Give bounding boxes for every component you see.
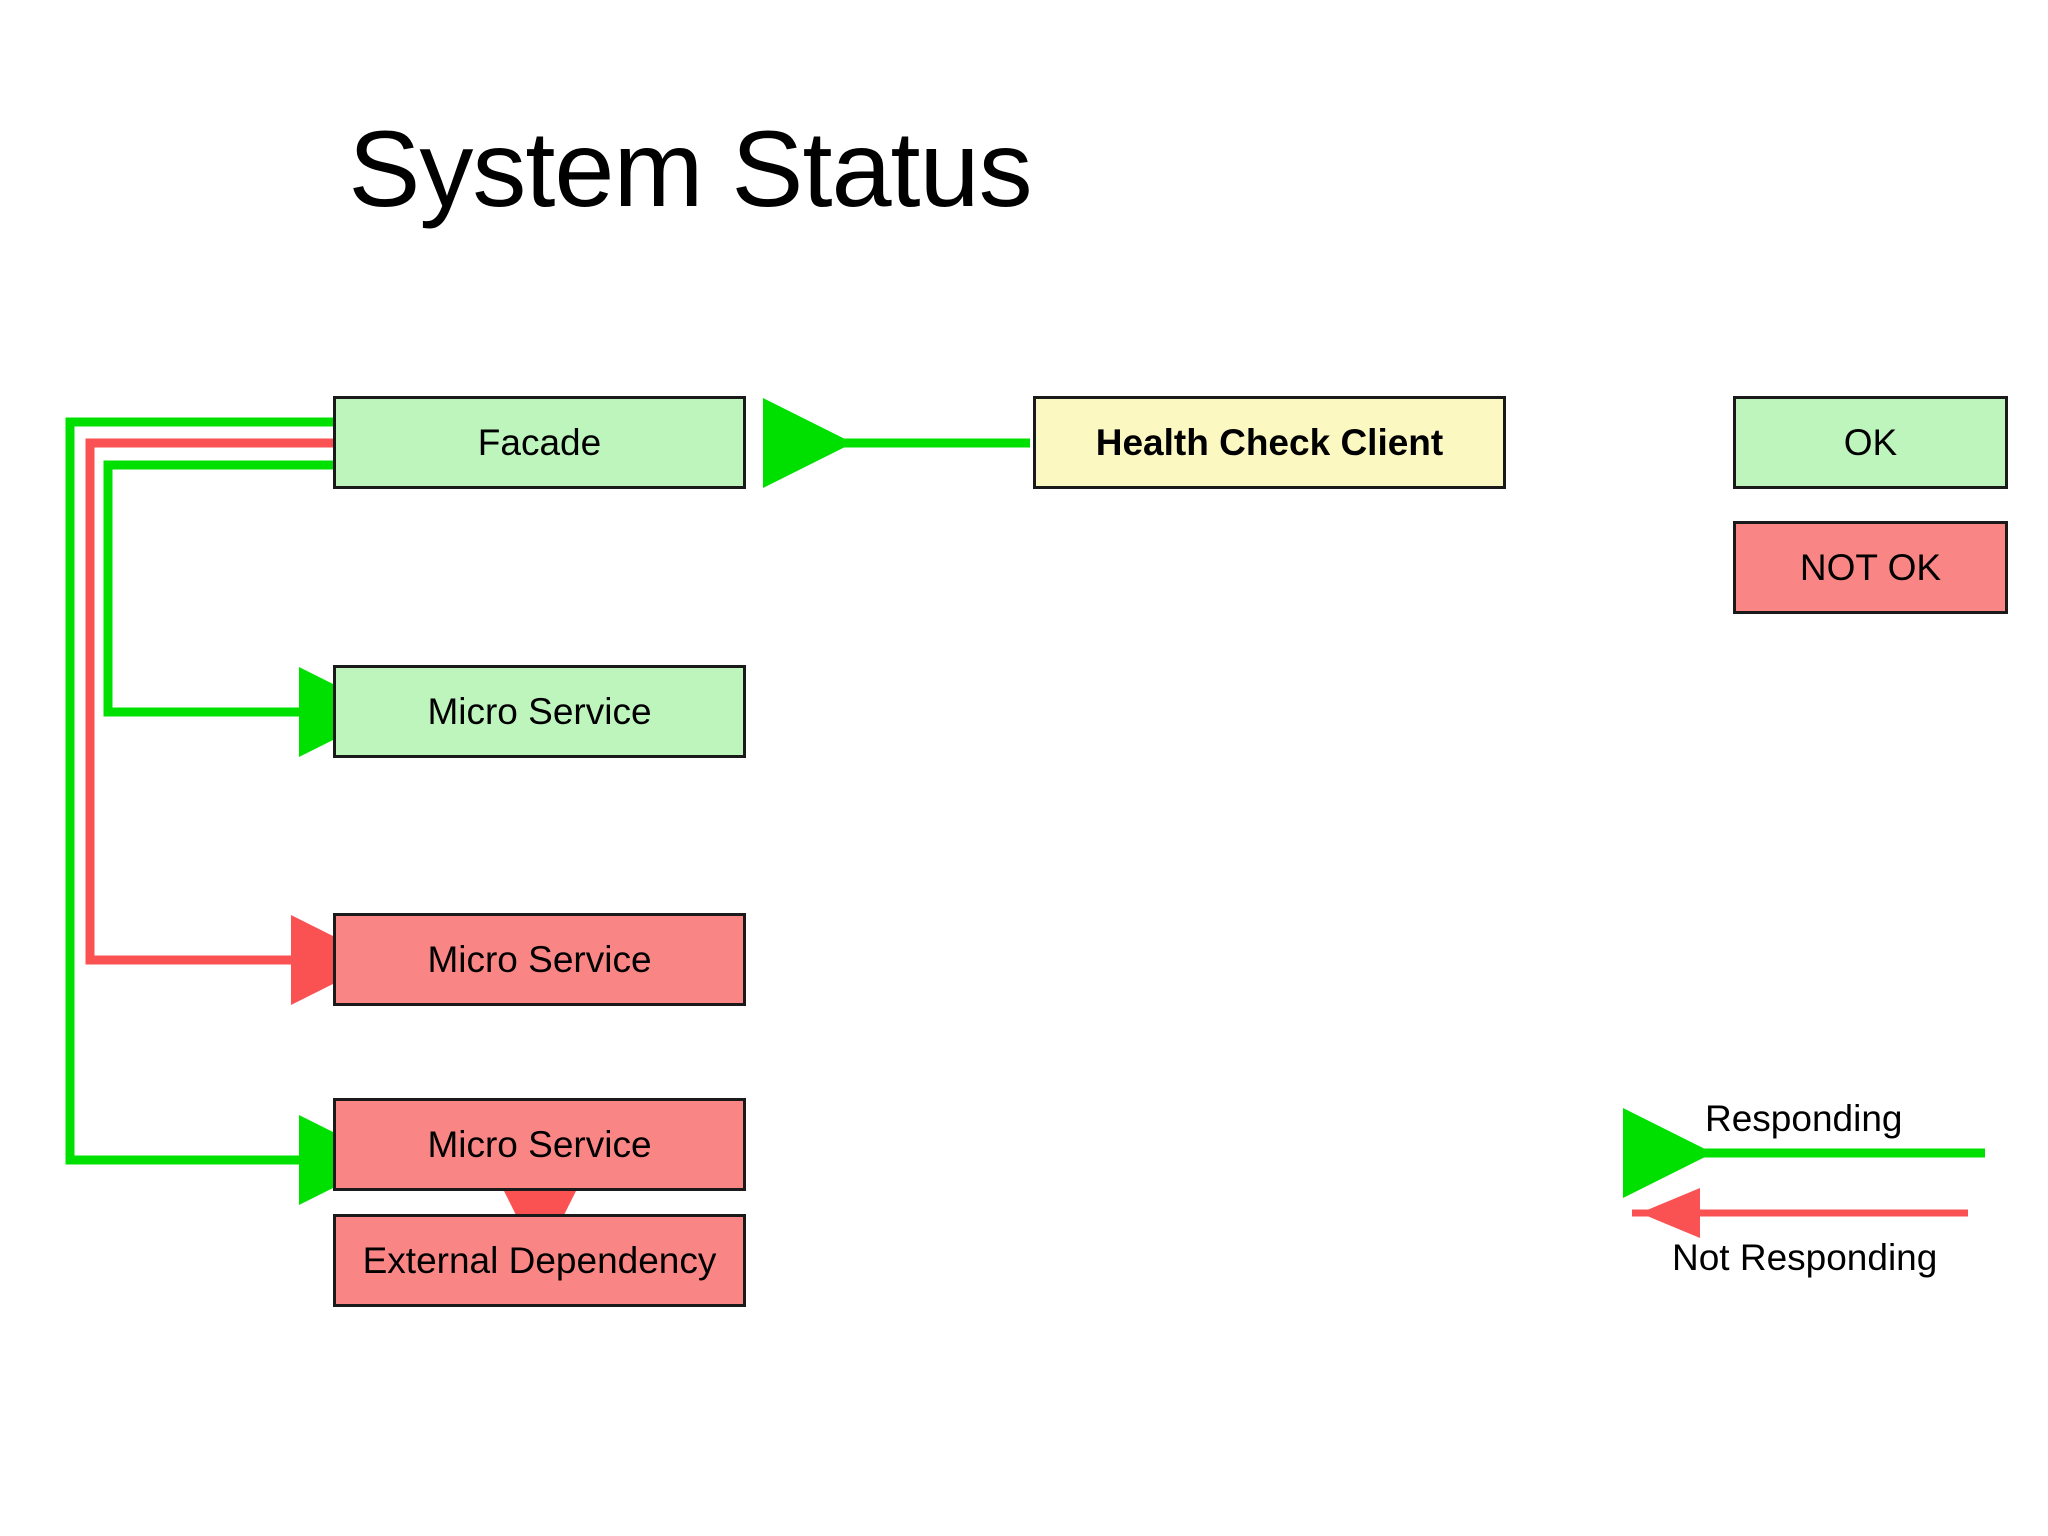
node-micro-service-1[interactable]: Micro Service <box>333 665 746 758</box>
legend-label-responding-text: Responding <box>1705 1098 1903 1139</box>
legend-status-not-ok: NOT OK <box>1733 521 2008 614</box>
legend-label-responding: Responding <box>1705 1098 1902 1140</box>
node-micro-service-1-label: Micro Service <box>427 691 652 732</box>
legend-status-ok-label: OK <box>1843 421 1898 463</box>
edge-facade-to-microservice-1 <box>103 460 389 757</box>
legend-status-not-ok-label: NOT OK <box>1799 546 1942 588</box>
legend-status-ok: OK <box>1733 396 2008 489</box>
node-health-check-client[interactable]: Health Check Client <box>1033 396 1506 489</box>
node-facade-label: Facade <box>477 422 602 463</box>
edge-facade-to-microservice-3 <box>65 417 389 1205</box>
node-micro-service-3-label: Micro Service <box>427 1124 652 1165</box>
node-micro-service-2-label: Micro Service <box>427 939 652 980</box>
page-title: System Status <box>348 108 1032 229</box>
legend-arrow-not-responding-head <box>1640 1188 1700 1238</box>
node-facade[interactable]: Facade <box>333 396 746 489</box>
legend-label-not-responding-text: Not Responding <box>1672 1237 1938 1278</box>
node-micro-service-2[interactable]: Micro Service <box>333 913 746 1006</box>
node-external-dependency[interactable]: External Dependency <box>333 1214 746 1307</box>
node-health-check-client-label: Health Check Client <box>1095 422 1444 463</box>
node-micro-service-3[interactable]: Micro Service <box>333 1098 746 1191</box>
node-external-dependency-label: External Dependency <box>362 1240 717 1281</box>
edge-facade-to-microservice-2 <box>85 438 381 1005</box>
legend-label-not-responding: Not Responding <box>1672 1237 1937 1279</box>
